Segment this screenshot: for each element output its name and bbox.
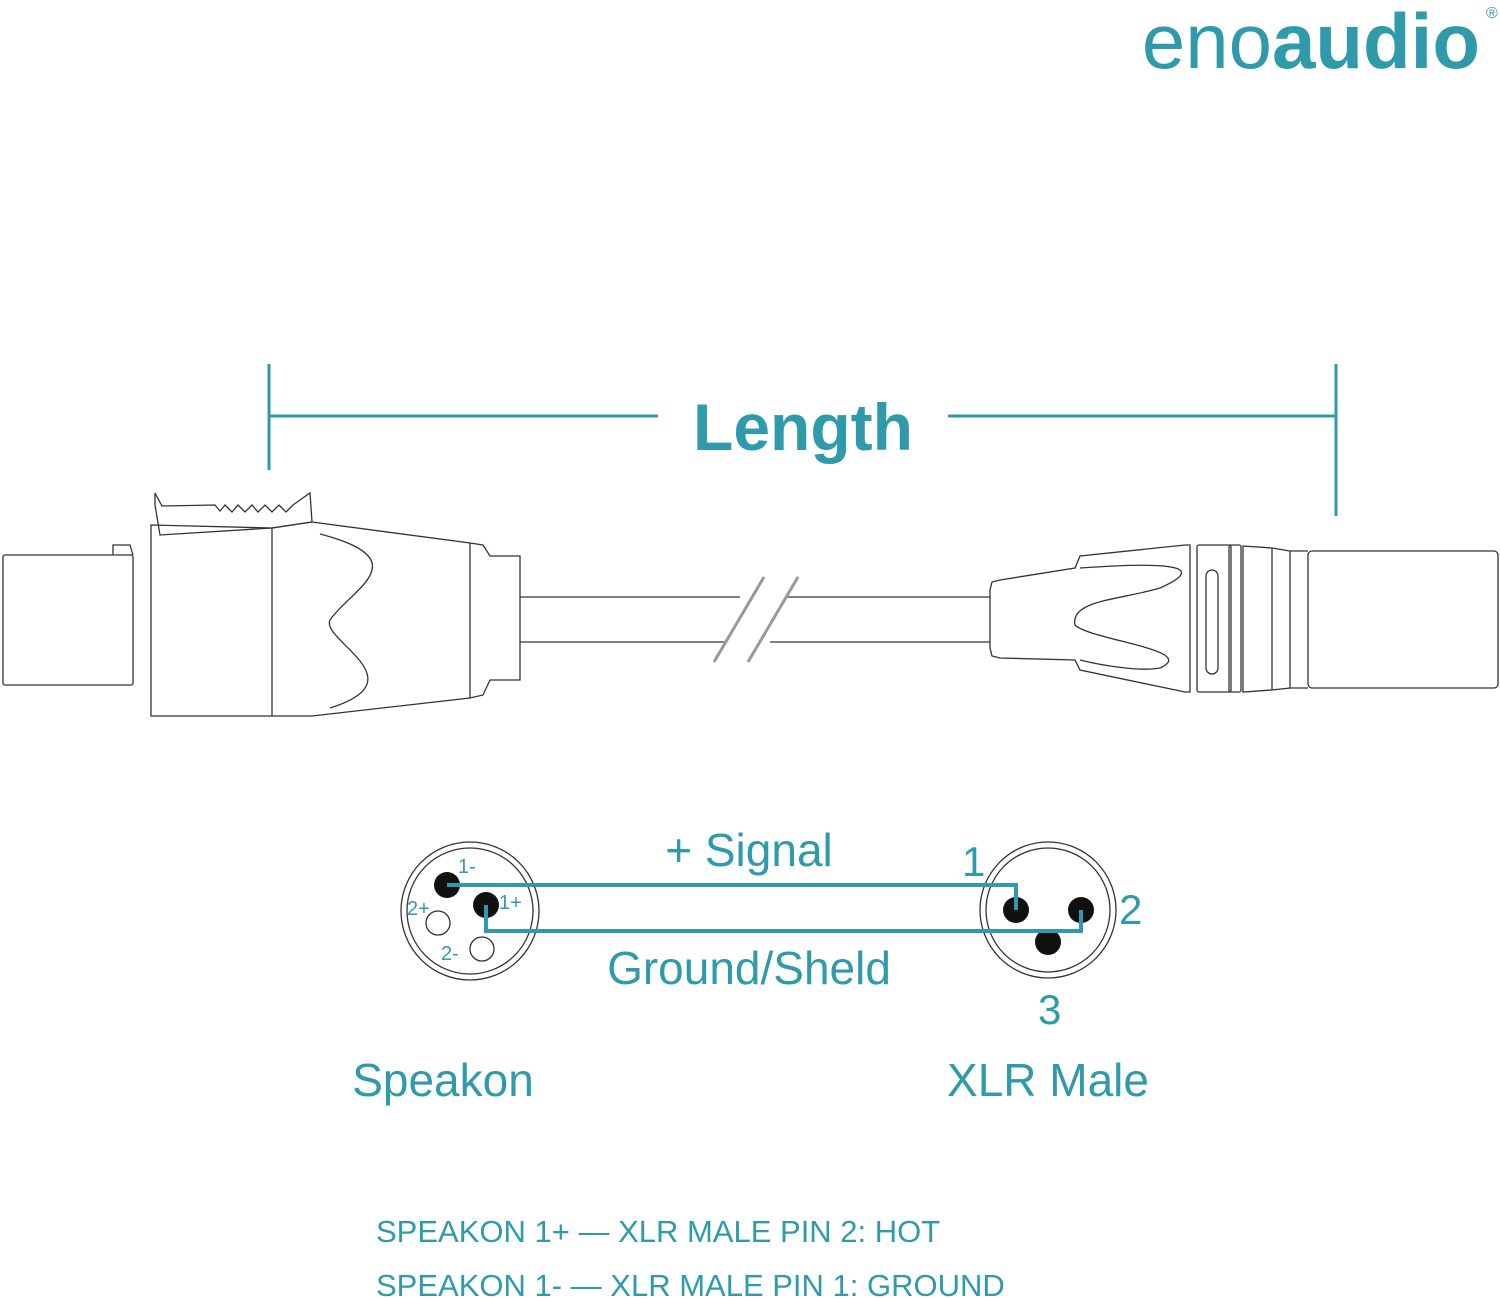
xlr-pin-3-label: 3	[1038, 986, 1061, 1033]
xlr-connector-drawing	[989, 544, 1499, 693]
pin-2-minus	[469, 936, 495, 962]
note-ground: SPEAKON 1- — XLR MALE PIN 1: GROUND	[376, 1268, 1005, 1299]
wires	[447, 883, 1083, 933]
pin-label-2-plus: 2+	[407, 898, 430, 920]
brand-logo: enoaudio	[1142, 0, 1480, 85]
length-dimension: Length	[267, 364, 1338, 516]
pin-label-1-minus: 1-	[458, 856, 476, 878]
xlr-pin-2-label: 2	[1119, 886, 1142, 933]
xlr-title: XLR Male	[947, 1054, 1149, 1106]
pin-label-1-plus: 1+	[499, 892, 522, 914]
signal-wire	[447, 883, 1018, 910]
ground-wire	[484, 905, 1083, 933]
cable-break-mark	[712, 576, 766, 663]
length-label: Length	[693, 390, 913, 464]
ground-label: Ground/Sheld	[607, 942, 891, 994]
cable-break-mark	[746, 576, 800, 663]
registered-mark: ®	[1486, 5, 1498, 22]
signal-label: + Signal	[665, 824, 833, 876]
note-hot: SPEAKON 1+ — XLR MALE PIN 2: HOT	[376, 1214, 940, 1249]
cable-drawing	[520, 576, 990, 663]
xlr-pinout: 1 2 3	[962, 838, 1142, 1033]
speakon-pinout: 1- 1+ 2+ 2-	[400, 841, 540, 981]
pin-label-2-minus: 2-	[441, 943, 459, 965]
xlr-pin-3	[1035, 929, 1061, 955]
speakon-connector-drawing	[2, 491, 521, 717]
speakon-title: Speakon	[352, 1054, 534, 1106]
pin-2-plus	[425, 910, 451, 936]
xlr-pin-1-label: 1	[962, 838, 985, 885]
